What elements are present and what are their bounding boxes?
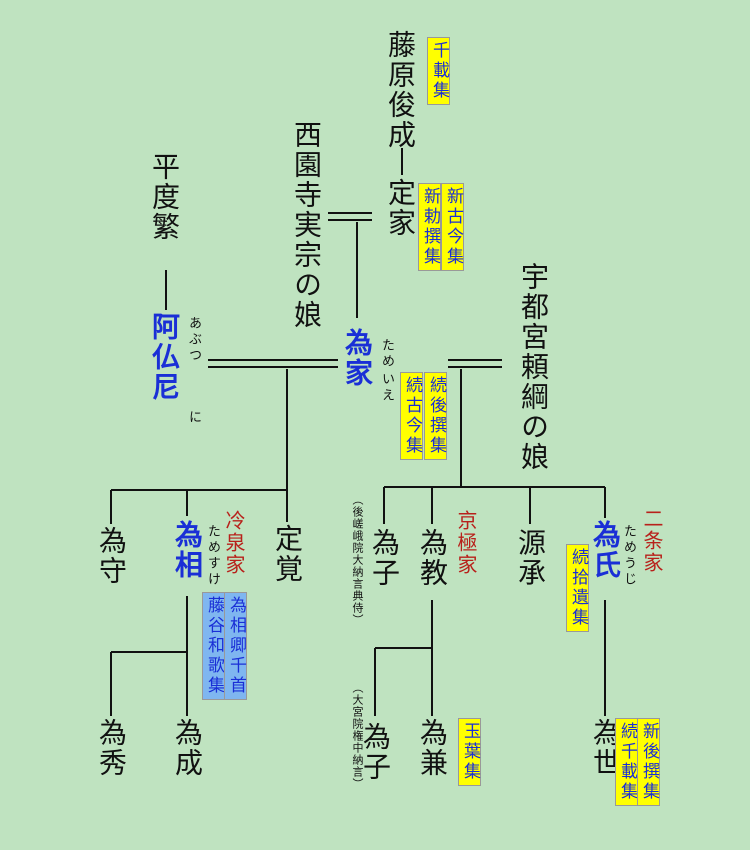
person-saionji-daughter: 西園寺実宗の娘	[290, 120, 323, 330]
person-tameko-1: 為子	[368, 528, 401, 588]
book-shinchokusenshu: 新勅撰集	[418, 183, 441, 271]
reading-tamesuke: ためすけ	[205, 524, 220, 588]
reading-abutsuni-1: あぶつ	[186, 316, 201, 364]
book-shokusenzaishu: 続千載集	[615, 718, 638, 806]
person-tamesuke: 為相	[171, 520, 204, 580]
book-fujigayatsu: 藤谷和歌集	[202, 592, 225, 700]
person-fujiwara-shunzei: 藤原俊成	[384, 30, 417, 150]
book-shokukokinshu: 続古今集	[400, 372, 423, 460]
person-tameuji: 為氏	[589, 520, 622, 580]
book-gyokuyoshu: 玉葉集	[458, 718, 481, 786]
person-teika: 定家	[384, 178, 417, 238]
house-reizei: 冷泉家	[222, 510, 246, 576]
person-tameko-2: 為子	[359, 722, 392, 782]
person-tamekane: 為兼	[416, 718, 449, 778]
person-taira-narishige: 平度繁	[148, 152, 181, 242]
book-shinkokinshu: 新古今集	[441, 183, 464, 271]
book-shingosenshu: 新後撰集	[637, 718, 660, 806]
reading-tameuji: ためうじ	[621, 524, 636, 588]
book-tamesuke-senshu: 為相卿千首	[224, 592, 247, 700]
person-utsunomiya-daughter: 宇都宮頼綱の娘	[517, 262, 550, 472]
person-tamenari: 為成	[171, 718, 204, 778]
book-shokugosenshu: 続後撰集	[424, 372, 447, 460]
book-shokushuishu: 続拾遺集	[566, 544, 589, 632]
reading-abutsuni-2: に	[186, 410, 201, 426]
house-kyogoku: 京極家	[454, 510, 478, 576]
person-abutsuni: 阿仏尼	[148, 312, 181, 402]
reading-tameie-2: いえ	[379, 372, 394, 404]
person-jokaku: 定覚	[271, 524, 304, 584]
person-tameie: 為家	[341, 328, 374, 388]
person-genjo: 源承	[514, 528, 547, 588]
reading-tameie-1: ため	[379, 338, 394, 370]
note-tameko-2: （大宮院権中納言）	[351, 682, 364, 790]
person-tamemori: 為守	[95, 526, 128, 586]
person-tamenori: 為教	[416, 528, 449, 588]
book-senzaishu: 千載集	[427, 37, 450, 105]
note-tameko-1: （後嵯峨院大納言典侍）	[351, 494, 364, 626]
house-nijo: 二条家	[640, 508, 664, 574]
person-tamehide: 為秀	[95, 718, 128, 778]
